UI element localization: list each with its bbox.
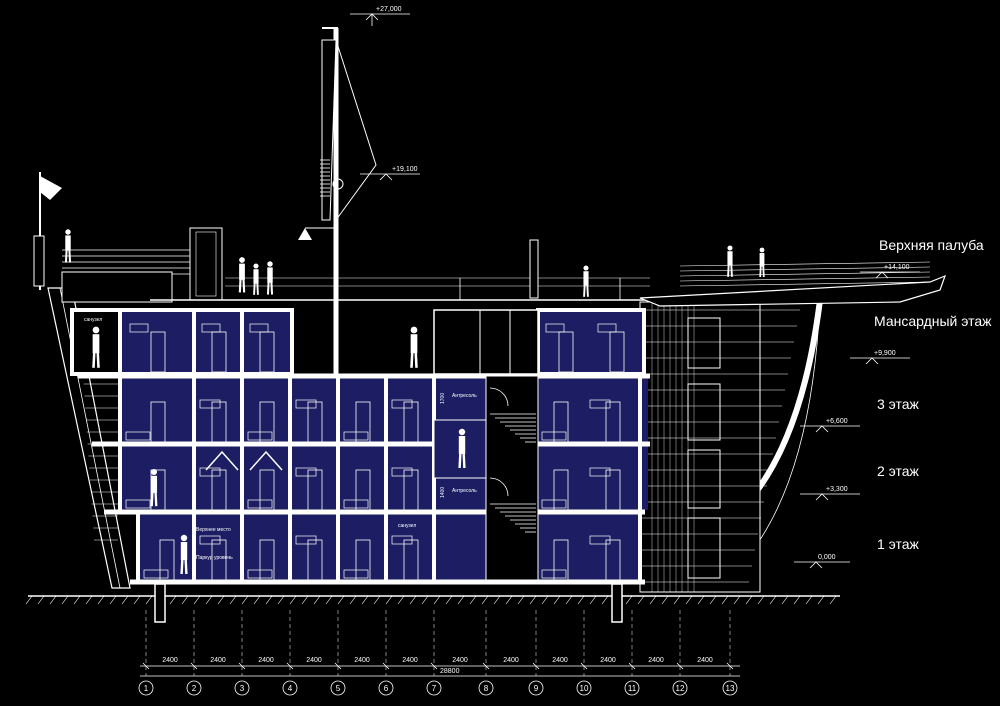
svg-text:+14,100: +14,100 <box>884 264 910 271</box>
dimension-span: 2400 <box>354 657 370 664</box>
room-labels: санузел Антресоль Антресоль 1700 1400 са… <box>84 317 477 561</box>
dimension-span: 2400 <box>600 657 616 664</box>
axis-label: 10 <box>580 684 589 693</box>
dimension-span: 2400 <box>552 657 568 664</box>
floor-label-first: 1 этаж <box>877 536 920 552</box>
label-height-2: 1400 <box>440 487 446 498</box>
level-marks: +27,000 +19,100 +14,100 +9,900 +6,600 +3… <box>350 6 920 569</box>
flag <box>33 172 62 290</box>
label-sanuzel-bottom: санузел <box>398 523 416 529</box>
building-body <box>70 308 650 623</box>
dimension-span: 2400 <box>210 657 226 664</box>
axis-label: 3 <box>240 684 245 693</box>
dimension-span: 2400 <box>697 657 713 664</box>
ground <box>25 595 840 605</box>
svg-text:+6,600: +6,600 <box>826 418 848 425</box>
dimension-span: 2400 <box>258 657 274 664</box>
mast <box>298 27 377 375</box>
person-figure <box>759 247 765 278</box>
dimension-span: 2400 <box>306 657 322 664</box>
level-l4: +9,900 <box>850 350 910 365</box>
floor-label-third: 3 этаж <box>877 396 920 412</box>
axis-label: 6 <box>384 684 389 693</box>
floor-label-upper-deck: Верхняя палуба <box>879 237 984 253</box>
person-figure <box>150 468 158 507</box>
label-verkhnee: Верхнее место <box>196 527 231 533</box>
person-figure <box>583 265 589 297</box>
person-figure <box>92 326 100 368</box>
svg-text:+27,000: +27,000 <box>376 6 402 13</box>
axis-label: 12 <box>676 684 685 693</box>
person-figure <box>180 534 188 575</box>
dimension-span: 2400 <box>162 657 178 664</box>
label-parkur: Паркур уровень <box>196 555 233 561</box>
axis-label: 2 <box>192 684 197 693</box>
floor-label-second: 2 этаж <box>877 463 920 479</box>
svg-text:0,000: 0,000 <box>818 554 836 561</box>
level-top: +27,000 <box>350 6 410 26</box>
upper-deck <box>61 227 947 307</box>
person-figure <box>727 245 733 277</box>
label-antresol-1: Антресоль <box>452 393 477 399</box>
label-sanuzel-top: санузел <box>84 317 102 323</box>
axis-label: 1 <box>144 684 149 693</box>
dimension-span: 2400 <box>648 657 664 664</box>
axis-label: 4 <box>288 684 293 693</box>
floor-labels: Верхняя палуба Мансардный этаж 3 этаж 2 … <box>874 237 992 552</box>
axis-label: 8 <box>484 684 489 693</box>
label-antresol-2: Антресоль <box>452 488 477 494</box>
level-l1: 0,000 <box>794 554 850 569</box>
dimension-span: 2400 <box>503 657 519 664</box>
person-figure <box>253 263 259 295</box>
level-deck: +14,100 <box>860 264 920 279</box>
stern-hull <box>639 299 823 593</box>
dimension-span: 2400 <box>402 657 418 664</box>
svg-text:+9,900: +9,900 <box>874 350 896 357</box>
person-figure <box>238 257 246 293</box>
axis-label: 11 <box>628 684 637 693</box>
axis-label: 5 <box>336 684 341 693</box>
person-figure <box>410 326 418 368</box>
svg-text:+3,300: +3,300 <box>826 486 848 493</box>
level-mast: +19,100 <box>360 166 420 181</box>
dimension-chain: 28800 2400 2400 2400 2400 2400 2400 2400 2400 24… <box>140 657 740 677</box>
level-l3: +6,600 <box>800 418 860 433</box>
person-figure <box>458 428 466 469</box>
dimension-span: 2400 <box>452 657 468 664</box>
axis-label: 7 <box>432 684 437 693</box>
dimension-total: 28800 <box>440 668 460 675</box>
svg-text:+19,100: +19,100 <box>392 166 418 173</box>
label-height-1: 1700 <box>440 393 446 404</box>
person-figure <box>266 261 274 295</box>
people <box>64 229 765 575</box>
level-l2: +3,300 <box>800 486 860 501</box>
person-figure <box>64 229 72 263</box>
axis-label: 9 <box>534 684 539 693</box>
axis-label: 13 <box>726 684 735 693</box>
floor-label-attic: Мансардный этаж <box>874 313 992 329</box>
